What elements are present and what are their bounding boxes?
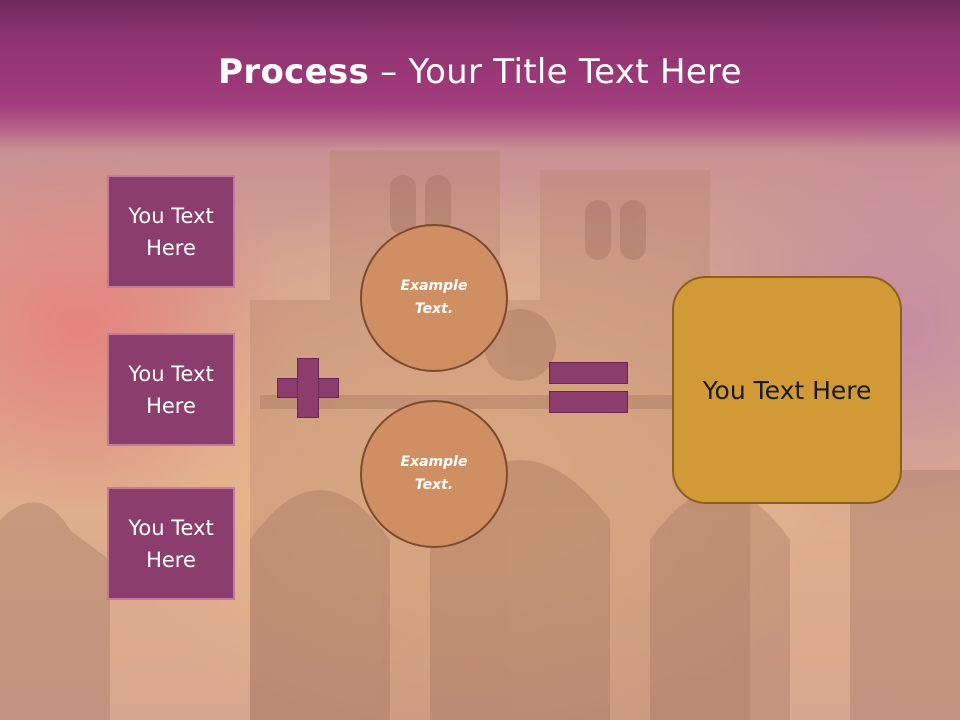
circle-label: Example Text. — [400, 278, 468, 317]
side-text-box-2: You Text Here — [107, 333, 235, 446]
side-text-box-label: You Text Here — [128, 515, 214, 572]
side-text-box-label: You Text Here — [128, 203, 214, 260]
slide-title: Process – Your Title Text Here — [0, 52, 960, 92]
result-box: You Text Here — [672, 276, 902, 504]
side-text-box-1: You Text Here — [107, 175, 235, 288]
side-text-box-3: You Text Here — [107, 487, 235, 600]
result-label: You Text Here — [702, 375, 872, 405]
title-rest: – Your Title Text Here — [369, 52, 742, 92]
side-text-box-label: You Text Here — [128, 361, 214, 418]
header-band — [0, 0, 960, 150]
example-circle-2: Example Text. — [360, 400, 508, 548]
circle-label: Example Text. — [400, 454, 468, 493]
example-circle-1: Example Text. — [360, 224, 508, 372]
title-bold: Process — [218, 52, 370, 92]
